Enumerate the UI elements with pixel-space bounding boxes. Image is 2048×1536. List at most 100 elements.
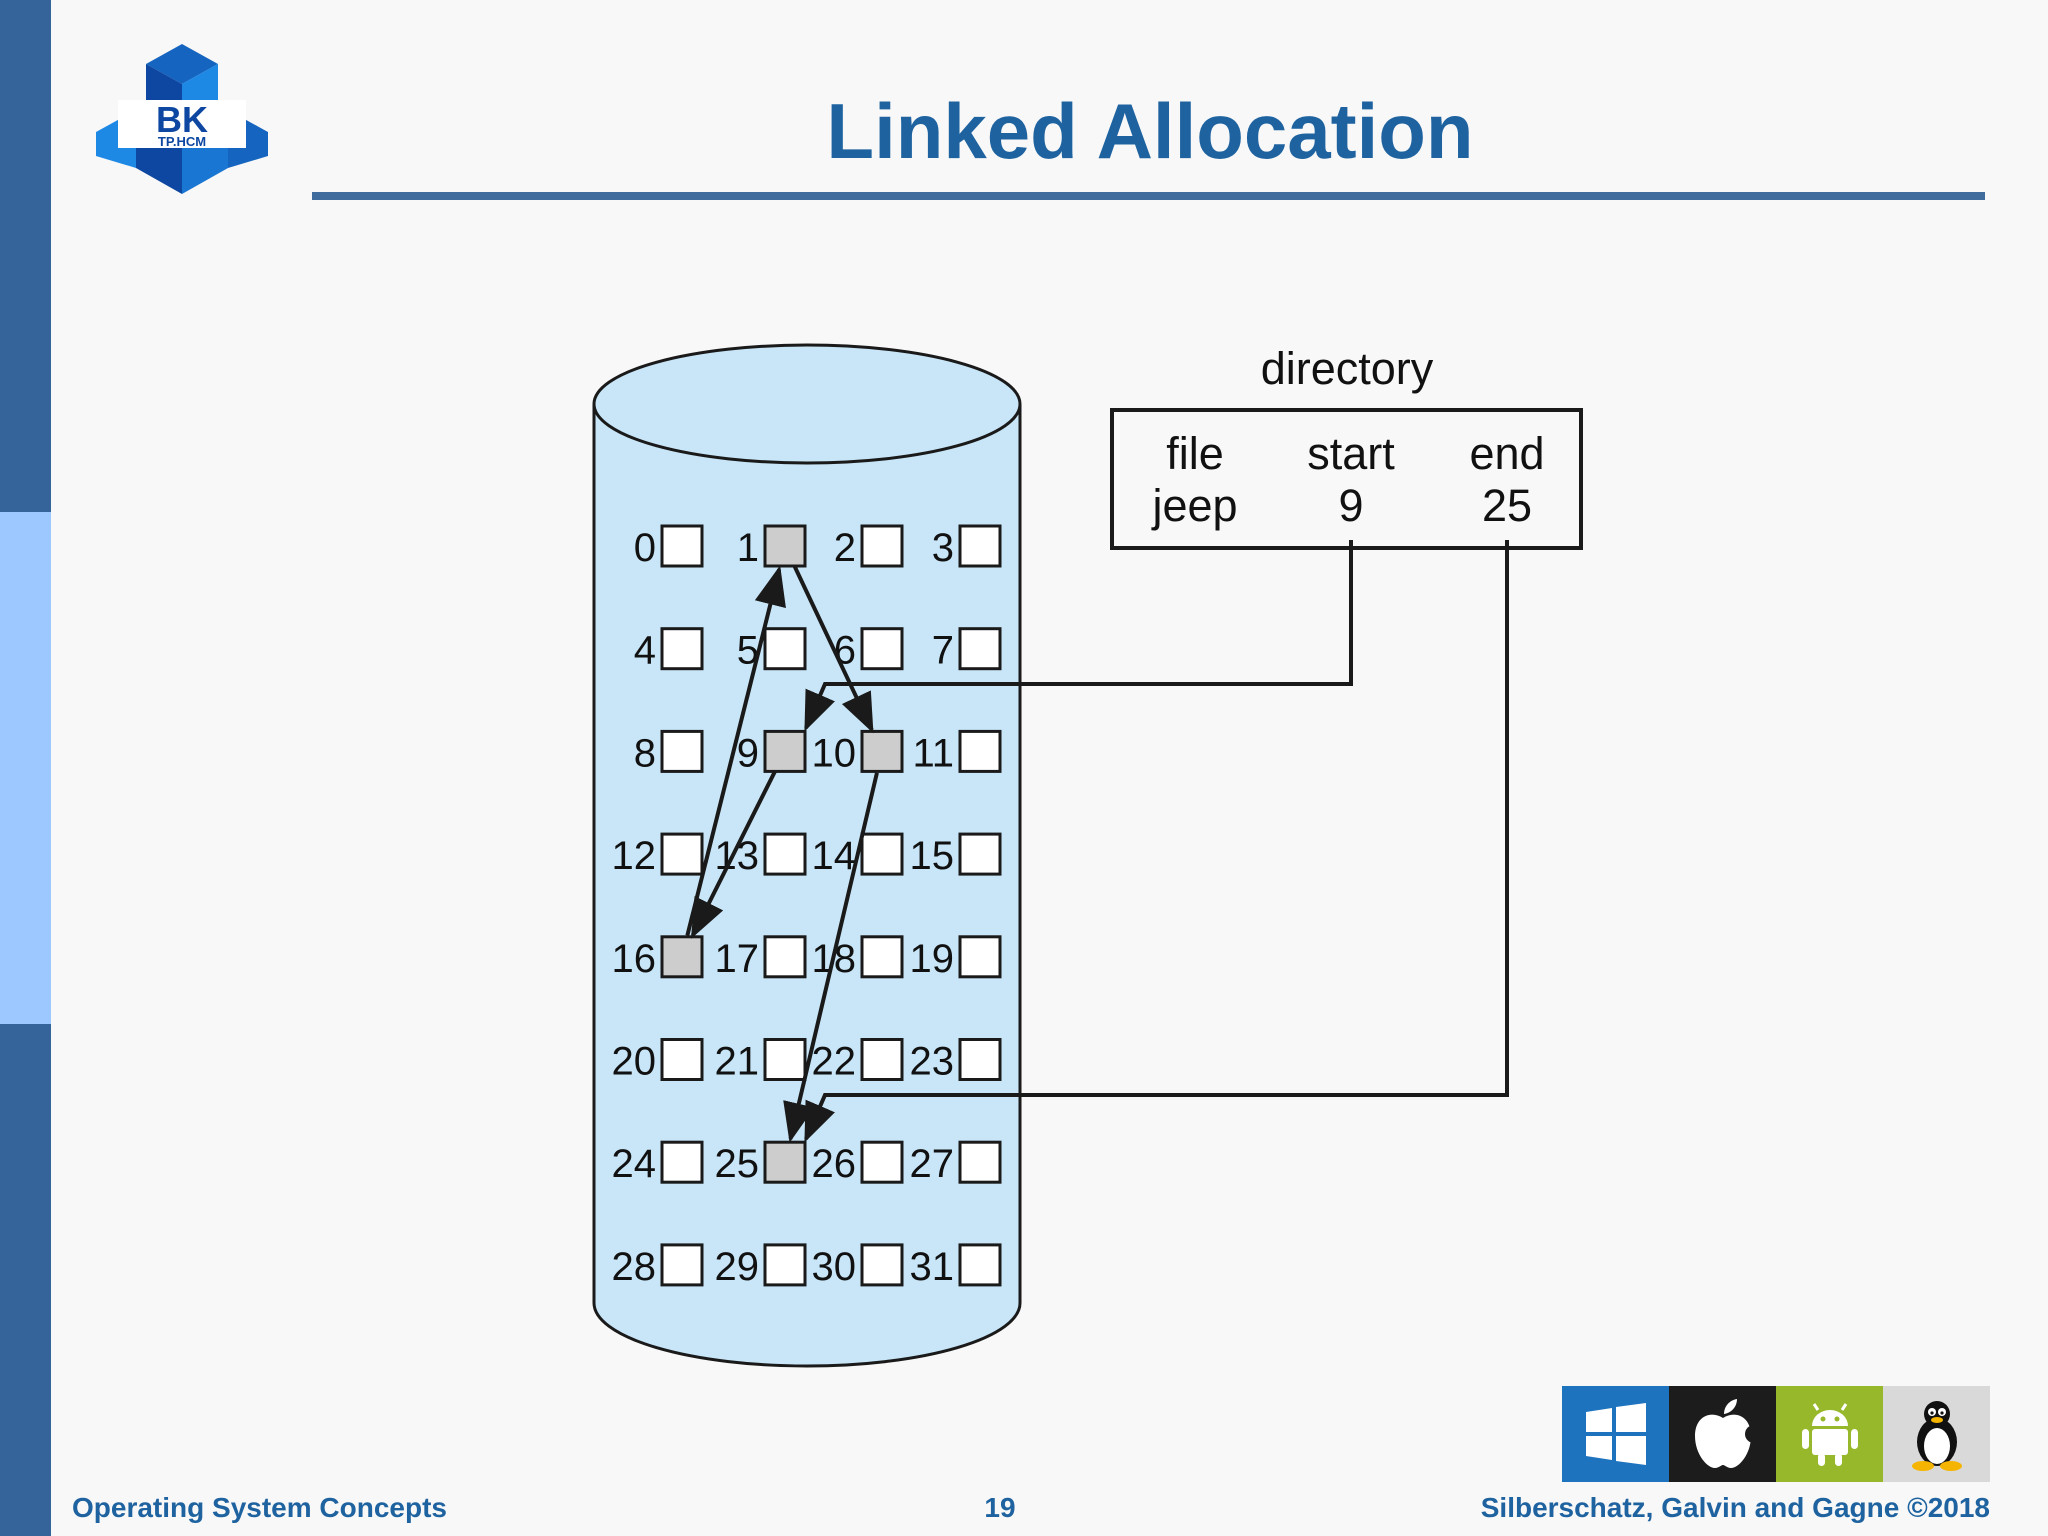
disk-block-30 xyxy=(860,1243,904,1287)
disk-block-23 xyxy=(958,1038,1002,1081)
block-label-6: 6 xyxy=(834,629,856,673)
block-label-2: 2 xyxy=(834,526,856,570)
disk-block-29 xyxy=(763,1243,807,1287)
disk-block-24 xyxy=(660,1140,704,1184)
block-label-11: 11 xyxy=(912,731,954,775)
directory-header-start: start xyxy=(1307,428,1395,479)
block-label-17: 17 xyxy=(715,937,760,981)
directory-header-file: file xyxy=(1166,428,1224,479)
disk-block-10 xyxy=(860,729,904,773)
disk-block-8 xyxy=(660,729,704,773)
end-pointer-line xyxy=(804,540,1509,1143)
block-label-8: 8 xyxy=(634,731,656,775)
block-label-21: 21 xyxy=(715,1040,760,1084)
disk-blocks: 0123456789101112131415161718192021222324… xyxy=(612,524,1002,1289)
block-label-20: 20 xyxy=(612,1040,657,1084)
disk-block-27 xyxy=(958,1140,1002,1184)
disk-block-31 xyxy=(958,1243,1002,1287)
block-label-1: 1 xyxy=(737,526,759,570)
disk-block-2 xyxy=(860,524,904,568)
block-label-16: 16 xyxy=(612,937,657,981)
disk-cylinder xyxy=(592,343,1022,1368)
disk-block-12 xyxy=(660,832,704,876)
directory-cell-start: 9 xyxy=(1338,480,1363,531)
linux-icon xyxy=(1883,1386,1990,1482)
block-label-24: 24 xyxy=(612,1142,657,1186)
block-label-9: 9 xyxy=(737,731,759,775)
block-label-23: 23 xyxy=(910,1040,955,1084)
footer-page-number: 19 xyxy=(984,1492,1016,1523)
sidebar-top-band xyxy=(0,0,51,512)
disk-block-16 xyxy=(660,935,704,979)
block-label-14: 14 xyxy=(812,834,857,878)
disk-block-7 xyxy=(958,627,1002,671)
disk-block-5 xyxy=(763,627,807,671)
disk-block-15 xyxy=(958,832,1002,876)
logo-text: BK xyxy=(156,99,208,140)
disk-block-0 xyxy=(660,524,704,568)
link-arrow-10-to-25 xyxy=(783,772,879,1143)
footer-copyright: Silberschatz, Galvin and Gagne ©2018 xyxy=(1480,1492,1990,1523)
block-label-31: 31 xyxy=(910,1245,955,1289)
block-label-29: 29 xyxy=(715,1245,760,1289)
directory-title: directory xyxy=(1261,343,1434,394)
block-label-30: 30 xyxy=(812,1245,857,1289)
bk-logo: BK TP.HCM xyxy=(96,44,268,194)
disk-block-1 xyxy=(763,524,807,568)
block-label-15: 15 xyxy=(910,834,955,878)
windows-icon xyxy=(1562,1386,1669,1482)
disk-top xyxy=(592,343,1022,465)
disk-block-13 xyxy=(763,832,807,876)
directory-cell-end: 25 xyxy=(1482,480,1532,531)
block-label-13: 13 xyxy=(715,834,760,878)
block-label-0: 0 xyxy=(634,526,656,570)
directory-box xyxy=(1110,408,1583,550)
sidebar-middle-band xyxy=(0,512,51,1024)
link-arrow-9-to-16 xyxy=(690,770,777,939)
sidebar-bottom-band xyxy=(0,1024,51,1536)
directory-header-end: end xyxy=(1469,428,1544,479)
slide-title: Linked Allocation xyxy=(826,87,1474,175)
disk-block-25 xyxy=(763,1140,807,1184)
block-label-27: 27 xyxy=(910,1142,955,1186)
block-label-10: 10 xyxy=(812,731,857,775)
os-icons-strip xyxy=(1562,1386,1990,1482)
logo-subtext: TP.HCM xyxy=(158,134,206,149)
disk-block-28 xyxy=(660,1243,704,1287)
apple-icon xyxy=(1669,1386,1776,1482)
block-label-22: 22 xyxy=(812,1040,857,1084)
disk-block-19 xyxy=(958,935,1002,979)
directory-cell-file: jeep xyxy=(1150,480,1237,531)
start-pointer-line xyxy=(804,540,1353,732)
disk-block-20 xyxy=(660,1038,704,1081)
block-label-19: 19 xyxy=(910,937,955,981)
link-arrow-1-to-10 xyxy=(792,565,874,734)
block-label-7: 7 xyxy=(932,629,954,673)
disk-block-9 xyxy=(763,729,807,773)
disk-body xyxy=(592,404,1022,1368)
footer-course-title: Operating System Concepts xyxy=(72,1492,447,1523)
disk-block-18 xyxy=(860,935,904,979)
block-label-26: 26 xyxy=(812,1142,857,1186)
block-label-5: 5 xyxy=(737,629,759,673)
disk-block-21 xyxy=(763,1038,807,1081)
disk-block-22 xyxy=(860,1038,904,1081)
disk-block-17 xyxy=(763,935,807,979)
disk-block-3 xyxy=(958,524,1002,568)
title-rule xyxy=(312,192,1985,200)
disk-block-11 xyxy=(958,729,1002,773)
block-label-3: 3 xyxy=(932,526,954,570)
block-label-28: 28 xyxy=(612,1245,657,1289)
block-links xyxy=(685,565,879,1143)
directory-table: directory file start end jeep 9 25 xyxy=(1110,343,1583,550)
disk-block-14 xyxy=(860,832,904,876)
disk-block-6 xyxy=(860,627,904,671)
disk-block-26 xyxy=(860,1140,904,1184)
block-label-25: 25 xyxy=(715,1142,760,1186)
block-label-12: 12 xyxy=(612,834,657,878)
link-arrow-16-to-1 xyxy=(685,565,786,936)
android-icon xyxy=(1776,1386,1883,1482)
disk-block-4 xyxy=(660,627,704,671)
block-label-4: 4 xyxy=(634,629,656,673)
